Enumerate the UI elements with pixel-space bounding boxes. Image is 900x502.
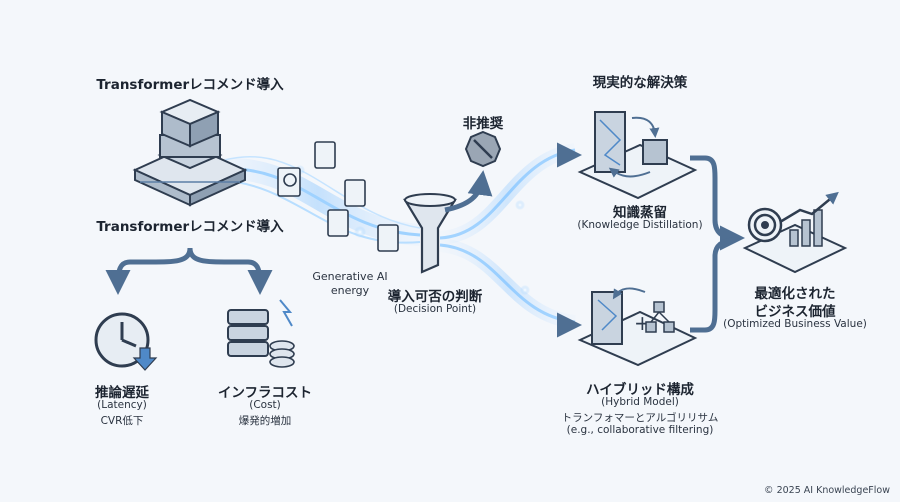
solutions-header: 現実的な解決策 bbox=[592, 75, 688, 91]
hybrid-title: ハイブリッド構成 bbox=[586, 382, 694, 398]
arrow-to-cost bbox=[187, 247, 273, 295]
cost-en: (Cost) bbox=[249, 399, 281, 411]
server-coins-icon bbox=[227, 299, 295, 368]
value-en: (Optimized Business Value) bbox=[723, 318, 867, 330]
decision-en: (Decision Point) bbox=[393, 303, 477, 315]
flow-label-line1: Generative AI bbox=[312, 270, 388, 283]
hybrid-en: (Hybrid Model) bbox=[601, 396, 679, 408]
stop-sign-icon bbox=[464, 130, 502, 168]
value-title-line2: ビジネス価値 bbox=[754, 304, 836, 320]
document-icons bbox=[277, 141, 399, 252]
distillation-en: (Knowledge Distillation) bbox=[577, 219, 703, 231]
arrow-to-latency bbox=[105, 247, 193, 295]
value-title-line1: 最適化された bbox=[754, 286, 836, 302]
left-title-bottom: Transformerレコメンド導入 bbox=[96, 219, 284, 235]
hybrid-model-icon: + bbox=[577, 287, 698, 367]
server-stack-icon bbox=[132, 98, 248, 207]
distillation-title: 知識蒸留 bbox=[613, 205, 667, 221]
arrow-distillation-to-value bbox=[690, 155, 745, 251]
clock-icon bbox=[94, 312, 158, 371]
cost-title: インフラコスト bbox=[217, 385, 313, 401]
hybrid-desc: トランフォマーとアルゴリリサム bbox=[561, 412, 719, 424]
not-recommended-title: 非推奨 bbox=[462, 116, 504, 132]
cost-sub: 爆発的増加 bbox=[238, 415, 292, 427]
latency-en: (Latency) bbox=[97, 399, 147, 411]
copyright: © 2025 AI KnowledgeFlow bbox=[764, 485, 890, 496]
latency-title: 推論遅延 bbox=[95, 385, 149, 401]
latency-sub: CVR低下 bbox=[100, 415, 144, 427]
arrow-to-not-recommended bbox=[444, 170, 493, 213]
target-chart-icon bbox=[742, 191, 848, 274]
left-title-top: Transformerレコメンド導入 bbox=[96, 77, 284, 93]
arrow-hybrid-to-value bbox=[690, 237, 736, 333]
decision-title: 導入可否の判断 bbox=[387, 289, 483, 305]
hybrid-example: (e.g., collaborative filtering) bbox=[566, 424, 714, 436]
flow-label-line2: energy bbox=[330, 284, 370, 297]
knowledge-distillation-icon bbox=[577, 111, 698, 200]
funnel-icon bbox=[403, 193, 457, 274]
